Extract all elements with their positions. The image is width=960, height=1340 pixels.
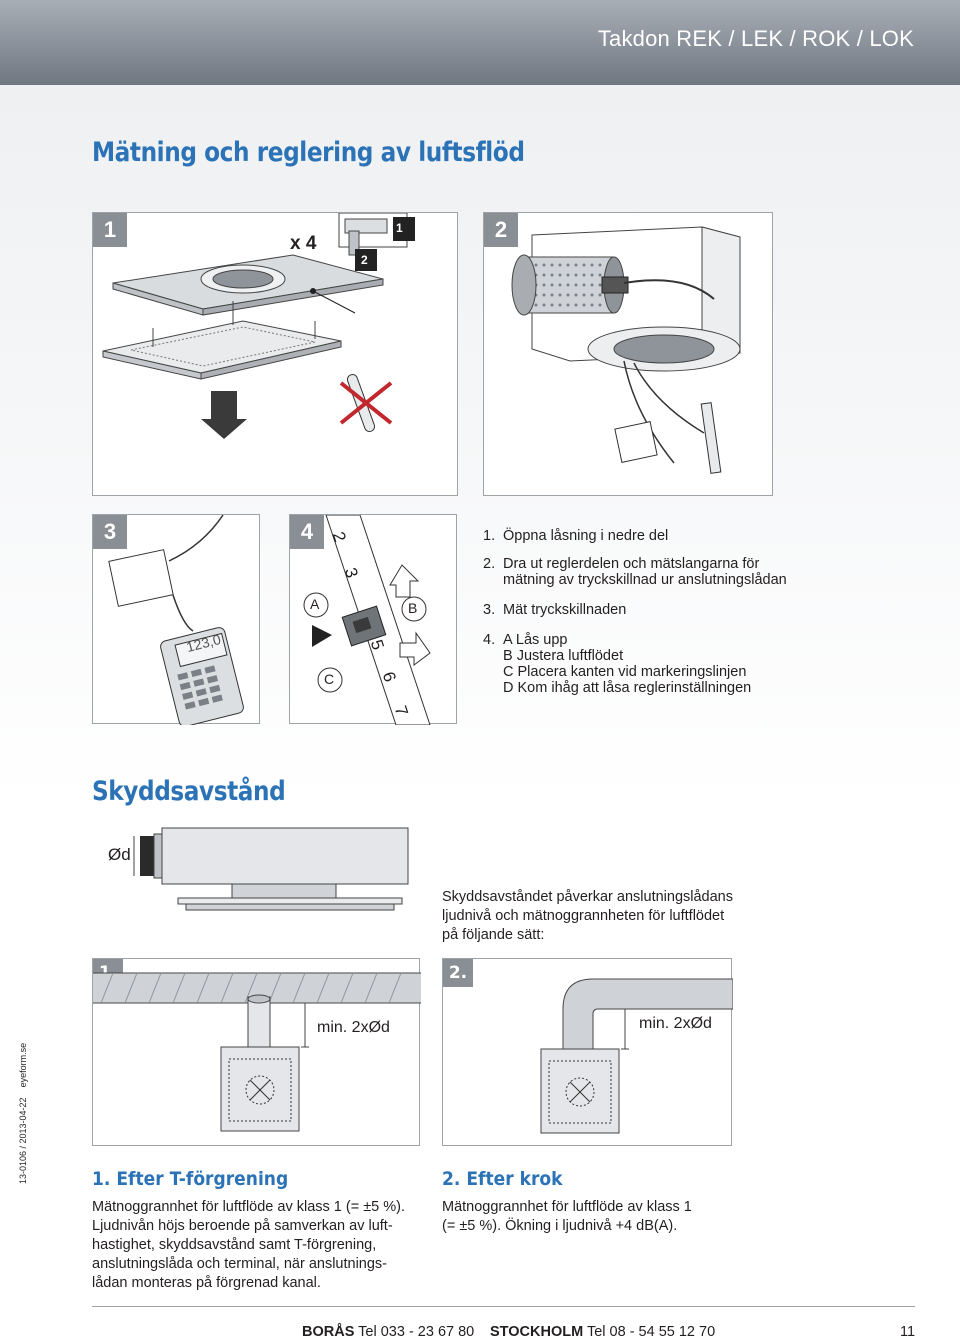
step-badge-2: 2	[361, 253, 368, 267]
footer-divider	[92, 1306, 915, 1307]
section-heading-measurement: Mätning och reglering av luftsflöd	[92, 137, 525, 168]
figure-panel-1: 1 x 4 1 2	[92, 212, 458, 496]
illustration-t-branch	[93, 972, 421, 1132]
figure-number: 2.	[443, 959, 473, 987]
illustration-elbow	[540, 978, 733, 1134]
document-code: 13-0106 / 2013-04-22eyeform.se	[18, 1042, 28, 1184]
caption-text-t-branch: Mätnoggrannhet för luftflöde av klass 1 …	[92, 1199, 406, 1291]
clearance-figure-2: 2. min. 2xØd	[442, 958, 733, 1146]
letter-c: C	[324, 671, 335, 687]
clearance-intro: Skyddsavståndet påverkar anslutningslåda…	[442, 889, 733, 943]
caption-heading-t-branch: 1. Efter T-förgrening	[92, 1168, 289, 1190]
clip-detail-illustration	[338, 213, 415, 271]
panel-number: 1	[93, 213, 127, 247]
min-distance-label: min. 2xØd	[639, 1015, 712, 1032]
step-badge-1: 1	[396, 221, 403, 235]
footer-contact-boras: BORÅS Tel 033 - 23 67 80	[302, 1324, 475, 1340]
figure-panel-2: 2	[483, 212, 773, 496]
figure-panel-4: 4 2 3 5 6 7 A B C	[289, 514, 457, 725]
page-header: Takdon REK / LEK / ROK / LOK	[0, 0, 960, 85]
page-number: 11	[900, 1324, 916, 1340]
letter-a: A	[310, 596, 320, 612]
section-heading-clearance: Skyddsavstånd	[92, 776, 286, 807]
footer-contact-stockholm: STOCKHOLM Tel 08 - 54 55 12 70	[490, 1324, 716, 1340]
illustration-adjustment-scale	[303, 515, 431, 725]
panel-number: 4	[290, 515, 324, 549]
caption-heading-elbow: 2. Efter krok	[442, 1168, 563, 1190]
caption-text-elbow: Mätnoggrannhet för luftflöde av klass 1 …	[442, 1199, 692, 1234]
clearance-figure-1: 1. min. 2xØd	[92, 958, 421, 1146]
illustration-pressure-meter	[108, 515, 244, 725]
illustration-plenum-box	[511, 226, 741, 474]
letter-b: B	[408, 600, 418, 616]
figure-panel-3: 3 123,0	[92, 514, 260, 725]
diameter-label: Ød	[108, 845, 131, 864]
illustration-ceiling-diffuser	[102, 254, 393, 439]
document-title: Takdon REK / LEK / ROK / LOK	[597, 26, 914, 51]
quantity-label: x 4	[290, 233, 317, 254]
min-distance-label: min. 2xØd	[317, 1019, 390, 1036]
panel-number: 2	[484, 213, 518, 247]
panel-number: 3	[93, 515, 127, 549]
